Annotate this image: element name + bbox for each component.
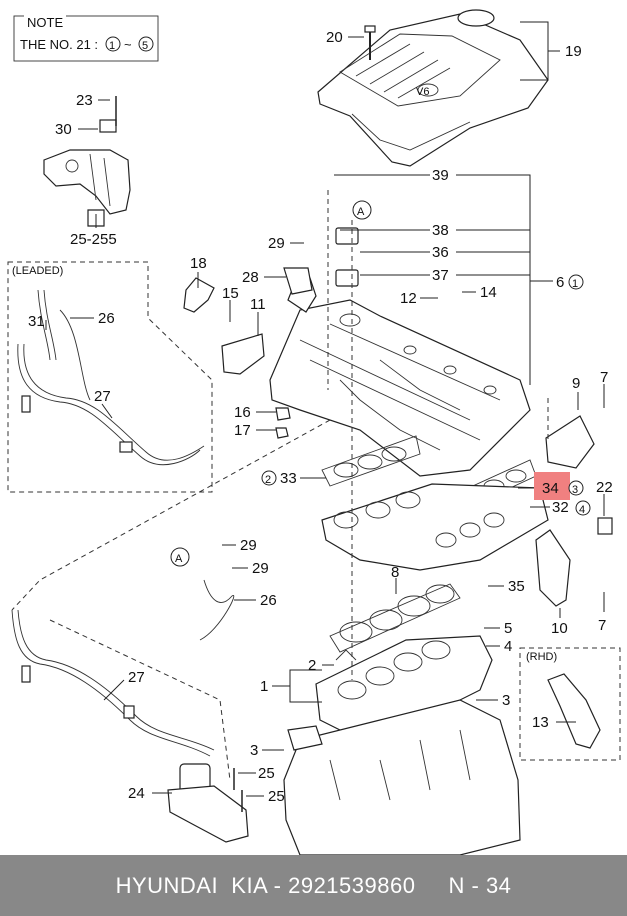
engine-cover: V6 — [317, 9, 549, 167]
callout-36: 36 — [432, 244, 449, 261]
callout-30: 30 — [55, 121, 72, 138]
vacuum-hose-harness — [11, 579, 235, 757]
callout-6: 6 — [556, 274, 564, 291]
callout-7-top: 7 — [600, 369, 608, 386]
callout-26: 26 — [260, 592, 277, 609]
callout-27-leaded: 27 — [94, 388, 111, 405]
callout-6-ref: 1 — [572, 278, 578, 290]
callout-33: 33 — [280, 470, 297, 487]
callout-15: 15 — [222, 285, 239, 302]
callout-23: 23 — [76, 92, 93, 109]
note-title: NOTE — [27, 15, 63, 30]
callout-35: 35 — [508, 578, 525, 595]
nuts-16-17 — [275, 407, 291, 439]
callout-a-top: A — [357, 206, 365, 218]
bracket-11 — [221, 333, 265, 375]
callout-32: 32 — [552, 499, 569, 516]
callout-28: 28 — [242, 269, 259, 286]
leaded-box: (LEADED) — [7, 261, 213, 493]
leader-lines — [45, 21, 605, 797]
callout-9: 9 — [572, 375, 580, 392]
bracket-18 — [183, 277, 215, 313]
bolt-20 — [364, 25, 376, 60]
note-text: THE NO. 21 : — [20, 37, 98, 52]
callout-29-mid: 29 — [240, 537, 257, 554]
callout-5: 5 — [504, 620, 512, 637]
callout-34-ref: 3 — [572, 484, 578, 496]
note-box: NOTE THE NO. 21 : 1 ~ 5 — [13, 10, 159, 62]
callout-22: 22 — [596, 479, 613, 496]
callout-18: 18 — [190, 255, 207, 272]
upper-intake-manifold — [269, 227, 595, 477]
note-range-from: 1 — [109, 40, 115, 52]
assembly-dashed-lines — [11, 190, 549, 781]
callout-1: 1 — [260, 678, 268, 695]
middle-intake-manifold — [321, 483, 549, 571]
callout-26-leaded: 26 — [98, 310, 115, 327]
callout-3-left: 3 — [250, 742, 258, 759]
callout-2: 2 — [308, 657, 316, 674]
callout-20: 20 — [326, 29, 343, 46]
pcv-hose-assembly — [43, 96, 131, 227]
engine-block — [283, 699, 521, 855]
callout-17: 17 — [234, 422, 251, 439]
highlight-34 — [534, 472, 570, 500]
callout-38: 38 — [432, 222, 449, 239]
callout-labels: 20 19 23 30 25-255 39 A 38 36 37 29 28 1… — [28, 29, 613, 805]
rhd-box: (RHD) — [519, 647, 621, 761]
note-range-sep: ~ — [124, 37, 132, 52]
callout-19: 19 — [565, 43, 582, 60]
gasket-33 — [321, 435, 421, 487]
callout-11: 11 — [250, 296, 266, 313]
callout-34: 34 — [542, 480, 559, 497]
callout-13: 13 — [532, 714, 549, 731]
callout-12: 12 — [400, 290, 417, 307]
callout-8: 8 — [391, 564, 399, 581]
callout-16: 16 — [234, 404, 251, 421]
callout-10: 10 — [551, 620, 568, 637]
callout-29-low: 29 — [252, 560, 269, 577]
callout-29-top: 29 — [268, 235, 285, 252]
callout-25-bottom: 25 — [268, 788, 285, 805]
callout-25-top: 25 — [258, 765, 275, 782]
leaded-label: (LEADED) — [12, 265, 63, 277]
callout-14: 14 — [480, 284, 497, 301]
gasket-8 — [329, 583, 461, 653]
callout-25-255: 25-255 — [70, 231, 117, 248]
footer-text: HYUNDAI KIA - 2921539860 N - 34 — [115, 872, 512, 898]
callout-7-bottom: 7 — [598, 617, 606, 634]
lower-intake-manifold — [315, 635, 493, 741]
footer-bar: HYUNDAI KIA - 2921539860 N - 34 — [0, 855, 627, 916]
callout-24: 24 — [128, 785, 145, 802]
callout-27: 27 — [128, 669, 145, 686]
callout-31: 31 — [28, 313, 45, 330]
rhd-label: (RHD) — [526, 651, 557, 663]
callout-4: 4 — [504, 638, 512, 655]
note-range-to: 5 — [142, 40, 148, 52]
cover-badge: V6 — [416, 86, 429, 98]
callout-33-ref: 2 — [265, 474, 271, 486]
callout-3-right: 3 — [502, 692, 510, 709]
callout-39: 39 — [432, 167, 449, 184]
solenoid-valve-24 — [167, 763, 249, 843]
callout-a-bottom: A — [175, 553, 183, 565]
callout-37: 37 — [432, 267, 449, 284]
bracket-10 — [535, 517, 613, 607]
intake-manifold-exploded-diagram: NOTE THE NO. 21 : 1 ~ 5 V6 (LEADED) — [7, 9, 621, 855]
callout-32-ref: 4 — [579, 504, 585, 516]
